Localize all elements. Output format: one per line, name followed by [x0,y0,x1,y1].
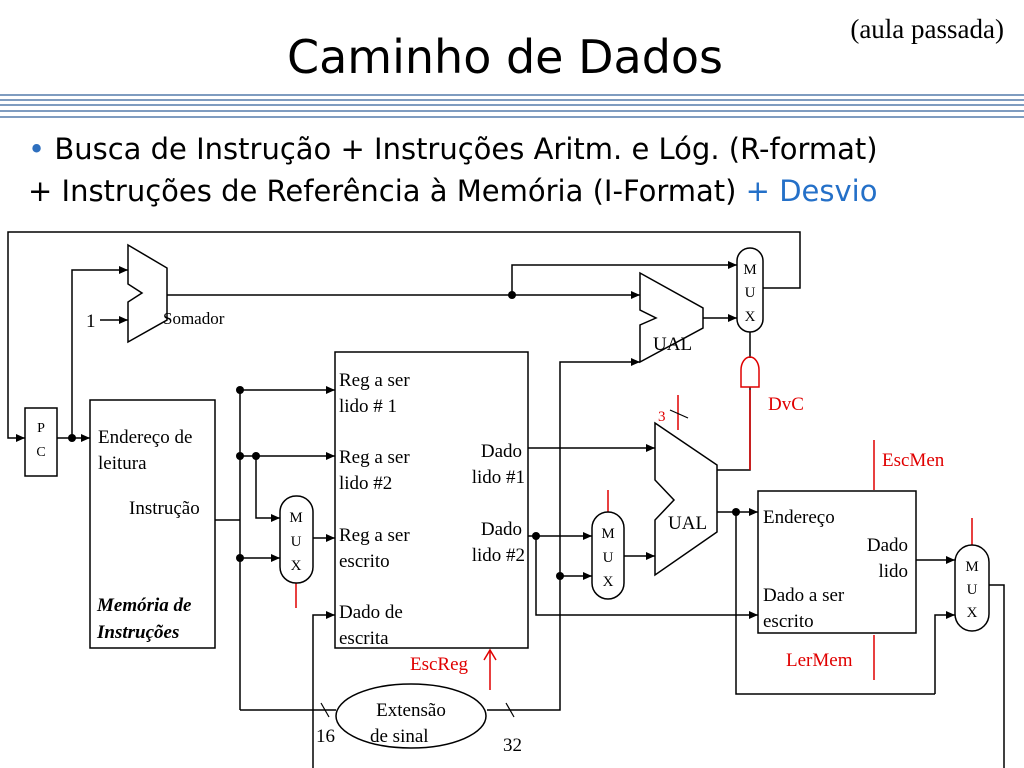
title-rule-5 [0,116,1024,118]
mux-labels: M U X M U X M U X M U X [289,262,978,621]
regdst-mux-m: M [289,510,302,526]
rf-rd1-b: lido #1 [472,467,525,488]
title-rule-4 [0,110,1024,112]
wire-branch-mux-to-pc [7,231,801,439]
dmem-addr-label: Endereço [763,507,835,528]
rf-wdata-b: escrita [339,628,389,649]
data-memory [757,490,917,634]
bullet-text: • Busca de Instrução + Instruções Aritm.… [28,128,1018,212]
imem-name-1: Memória de [96,595,192,616]
regdst-mux-u: U [291,534,302,550]
imem-out-label: Instrução [129,498,200,519]
bus-slashes [320,409,689,718]
bullet-line-1: • Busca de Instrução + Instruções Aritm.… [28,128,1018,170]
dmem-rd-2: lido [878,561,908,582]
wire-zero-to-and [717,387,751,471]
alusrc-mux [591,511,625,600]
rf-rd2-b: lido #2 [472,545,525,566]
main-alu [654,421,718,577]
pc-label-1: P [37,421,45,436]
regdst-mux [279,495,314,584]
memtoreg-mux [954,544,990,632]
labels: P C 1 Somador Endereço de leitura Instru… [36,262,978,756]
wire-alu-bypass [735,512,935,695]
signext-label-1: Extensão [376,700,446,721]
rf-rd2-a: Dado [481,519,522,540]
branch-and-gate [740,356,760,388]
pc-register [24,407,58,477]
title-rule-3 [0,104,1024,106]
wire-pc-to-adder [71,269,128,438]
instruction-memory [89,399,216,649]
title-rule-2 [0,99,1024,101]
lermem-label: LerMem [786,650,853,671]
branch-mux-u: U [745,285,756,301]
rf-write-a: Reg a ser [339,525,410,546]
main-alu-label: UAL [668,513,707,534]
corner-note: (aula passada) [850,14,1004,44]
alusrc-mux-m: M [601,526,614,542]
rf-read2-a: Reg a ser [339,447,410,468]
bullet-line-2: + Instruções de Referência à Memória (I-… [28,170,1018,212]
wire-adder-to-mux [511,264,737,295]
wire-bypass-to-mux [934,614,955,694]
adder-label: Somador [163,309,225,328]
bits-in-label: 16 [316,726,335,747]
alusrc-mux-x: X [603,574,614,590]
rf-write-b: escrito [339,551,390,572]
control-lines [295,356,973,690]
wire-signext-to-branch [487,361,640,711]
sign-extend-unit [335,683,487,749]
bits-out-label: 32 [503,735,522,756]
wire-rd2-to-dmem [535,536,758,616]
imem-addr-2: leitura [98,453,147,474]
rf-wdata-a: Dado de [339,602,403,623]
pc-label-2: C [36,445,45,460]
arrowheads [16,261,955,619]
control-signal-labels: EscReg DvC EscMen LerMem [410,394,945,675]
rf-read1-a: Reg a ser [339,370,410,391]
memtoreg-mux-u: U [967,582,978,598]
title-rule-1 [0,94,1024,96]
branch-alu [639,271,704,364]
rf-read1-b: lido # 1 [339,396,397,417]
wire-rt-to-mux [255,456,280,519]
alusrc-mux-u: U [603,550,614,566]
slide-title: Caminho de Dados [286,30,723,84]
bullet-line-1-text: Busca de Instrução + Instruções Aritm. e… [54,132,878,166]
regdst-mux-x: X [291,558,302,574]
imem-addr-1: Endereço de [98,427,192,448]
dmem-rd-1: Dado [867,535,908,556]
escreg-label: EscReg [410,654,469,675]
bullet-line-2-highlight: + Desvio [745,174,878,208]
junction-dots [68,291,740,580]
signext-label-2: de sinal [370,726,429,747]
dmem-wd-2: escrito [763,611,814,632]
wire-writeback [989,584,1005,768]
bullet-line-2-text: + Instruções de Referência à Memória (I-… [28,174,737,208]
bullet-dot-icon: • [28,132,46,166]
branch-mux-x: X [745,309,756,325]
branch-mux-m: M [743,262,756,278]
branch-alu-label: UAL [653,334,692,355]
rf-rd1-a: Dado [481,441,522,462]
components [24,243,990,749]
escmen-label: EscMen [882,450,945,471]
imem-name-2: Instruções [96,622,179,643]
const-one-label: 1 [86,311,96,332]
memtoreg-mux-x: X [967,605,978,621]
escreg-arrow [483,648,497,661]
branch-mux [736,247,764,333]
register-file [334,351,529,649]
dmem-wd-1: Dado a ser [763,585,845,606]
adder-unit [127,243,168,344]
dvc-label: DvC [768,394,804,415]
alu-op-bits-label: 3 [658,409,666,425]
memtoreg-mux-m: M [965,559,978,575]
rf-read2-b: lido #2 [339,473,392,494]
